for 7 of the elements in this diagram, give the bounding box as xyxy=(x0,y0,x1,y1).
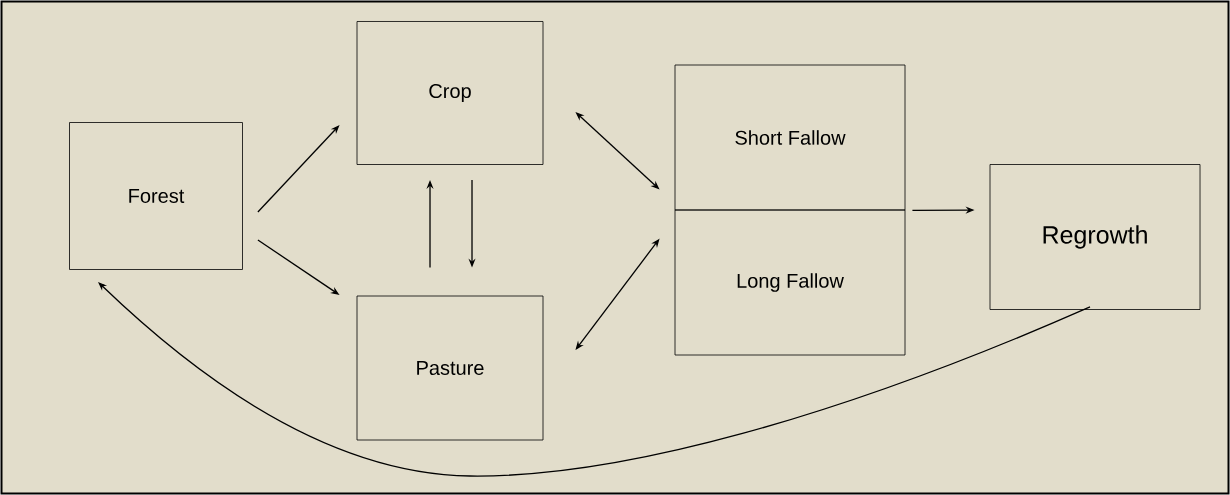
process-box: Forest xyxy=(69,122,243,270)
process-box: Short Fallow xyxy=(674,64,906,211)
process-box: Pasture xyxy=(356,295,544,441)
process-box: Long Fallow xyxy=(674,209,906,356)
process-box: Regrowth xyxy=(989,164,1201,310)
process-box: Crop xyxy=(356,21,544,165)
arrow xyxy=(257,125,340,213)
